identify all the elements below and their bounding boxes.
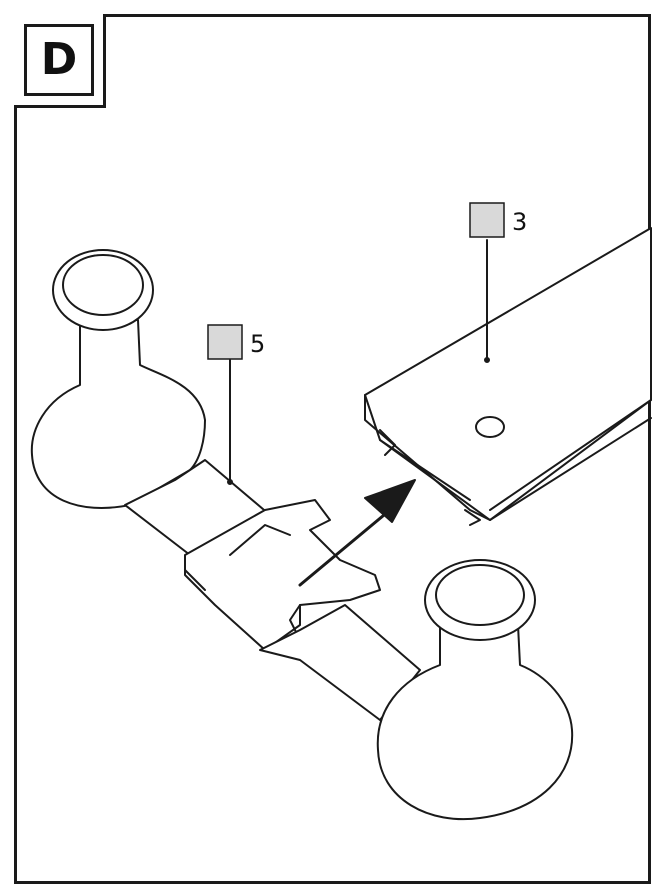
callout-5: 5 [207, 324, 265, 360]
right-flat-cable [259, 604, 421, 721]
callout-5-label: 5 [250, 330, 265, 358]
step-badge: D [24, 24, 94, 96]
left-bulb [30, 249, 206, 509]
insertion-arrow [298, 479, 416, 587]
right-bulb [376, 559, 574, 821]
callout-leaders [227, 239, 490, 485]
rail-holder [364, 227, 652, 526]
callout-3-label: 3 [512, 208, 527, 236]
callout-3: 3 [469, 202, 527, 238]
step-letter: D [40, 34, 78, 85]
